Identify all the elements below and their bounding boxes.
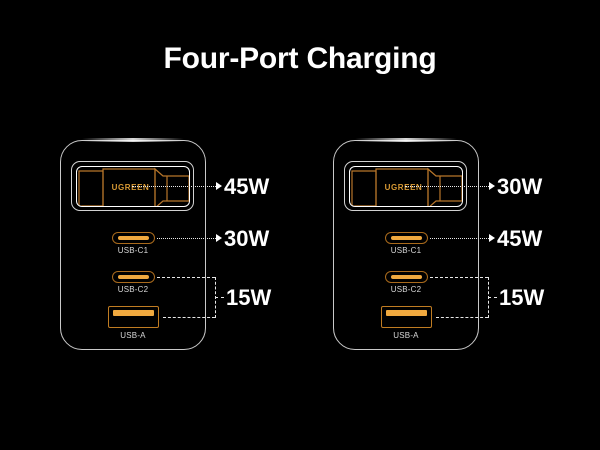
port-usb-c2[interactable] (384, 271, 428, 283)
usb-c-port-icon (390, 274, 422, 279)
bracket-stub-left (215, 297, 224, 298)
bracket-stub-right (488, 297, 497, 298)
bracket-bottom-left (163, 317, 215, 318)
brand-logo-text: UGREEN (384, 182, 423, 192)
page-title: Four-Port Charging (163, 42, 437, 75)
ac-plug-inner-panel: UGREEN (348, 165, 463, 207)
usb-c-port-icon (117, 274, 149, 279)
arrow-right-icon (489, 181, 495, 190)
charger-top-highlight (355, 138, 457, 142)
bracket-bottom-right (436, 317, 488, 318)
usb-a-port-icon (385, 310, 427, 316)
port-label-usb-c2: USB-C2 (390, 285, 422, 294)
ac-plug-panel: UGREEN (344, 161, 467, 211)
bracket-top-left (157, 277, 215, 278)
usb-a-port-icon (112, 310, 154, 316)
port-usb-a[interactable] (107, 306, 159, 328)
port-label-usb-c2: USB-C2 (117, 285, 149, 294)
bracket-top-right (430, 277, 488, 278)
left-charger: UGREEN USB-C1 USB-C2 USB-A (60, 138, 206, 350)
port-usb-c1[interactable] (111, 232, 155, 244)
usb-c-port-icon (117, 235, 149, 240)
callout-ac-power-left: 45W (224, 174, 270, 199)
brand-logo-text: UGREEN (111, 182, 150, 192)
ac-plug-icon (350, 167, 462, 206)
right-charger: UGREEN USB-C1 USB-C2 USB-A (333, 138, 479, 350)
usb-c-port-icon (390, 235, 422, 240)
callout-usb-c1-power-right: 45W (497, 226, 543, 251)
charger-top-highlight (82, 138, 184, 142)
leader-line-ac-right (405, 186, 489, 187)
port-label-usb-c1: USB-C1 (390, 246, 422, 255)
leader-line-usb-c1-right (430, 238, 489, 239)
port-label-usb-a: USB-A (393, 331, 419, 340)
callout-ac-power-right: 30W (497, 174, 543, 199)
arrow-right-icon (216, 233, 222, 242)
callout-usb-c1-power-left: 30W (224, 226, 270, 251)
port-usb-a[interactable] (380, 306, 432, 328)
port-usb-c1[interactable] (384, 232, 428, 244)
arrow-right-icon (216, 181, 222, 190)
leader-line-usb-c1-left (157, 238, 216, 239)
port-label-usb-c1: USB-C1 (117, 246, 149, 255)
port-label-usb-a: USB-A (120, 331, 146, 340)
callout-shared-power-right: 15W (499, 285, 545, 310)
leader-line-ac-left (132, 186, 216, 187)
port-usb-c2[interactable] (111, 271, 155, 283)
arrow-right-icon (489, 233, 495, 242)
ac-plug-icon (77, 167, 189, 206)
callout-shared-power-left: 15W (226, 285, 272, 310)
